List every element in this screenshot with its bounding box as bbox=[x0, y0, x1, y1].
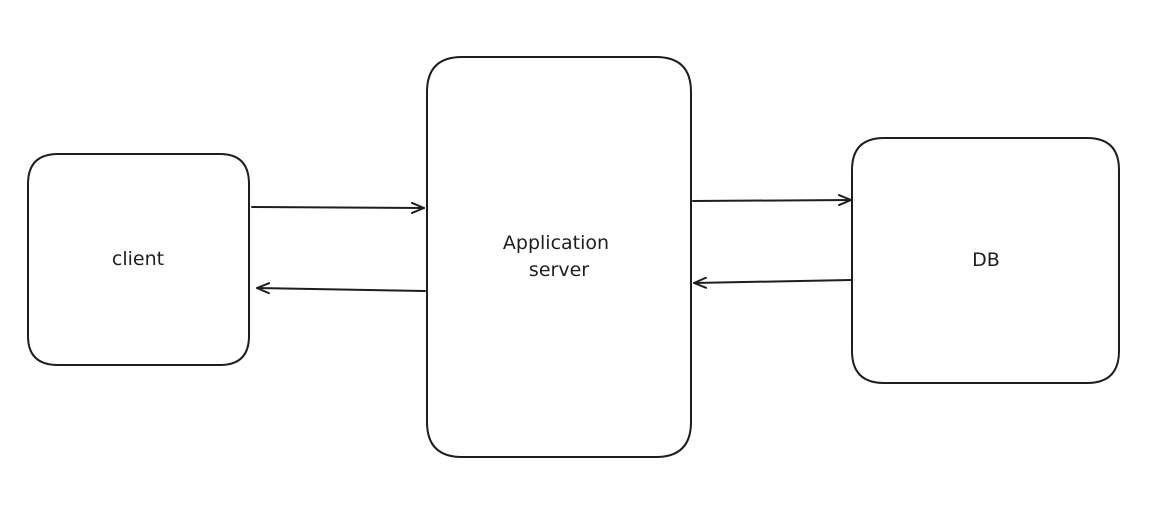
client-label-line: client bbox=[112, 248, 164, 270]
arrow-app-server-to-client[interactable] bbox=[256, 282, 426, 295]
db-label-line: DB bbox=[972, 249, 1000, 271]
arrow-db-to-app-server[interactable] bbox=[693, 276, 852, 289]
arrow-client-to-app-server[interactable] bbox=[251, 201, 425, 214]
application-server-label-line-1: Application bbox=[503, 232, 609, 254]
db-box bbox=[851, 137, 1120, 384]
client-label: client bbox=[112, 248, 164, 270]
node-application-server[interactable]: Application server bbox=[426, 56, 692, 458]
application-server-box bbox=[426, 56, 692, 458]
application-server-label: Application server bbox=[503, 232, 615, 281]
application-server-label-line-2: server bbox=[529, 259, 589, 281]
db-label: DB bbox=[972, 249, 1000, 271]
node-db[interactable]: DB bbox=[851, 137, 1120, 384]
node-client[interactable]: client bbox=[27, 153, 250, 366]
edges bbox=[251, 194, 852, 295]
client-box bbox=[27, 153, 250, 366]
arrow-app-server-to-db[interactable] bbox=[692, 194, 852, 207]
